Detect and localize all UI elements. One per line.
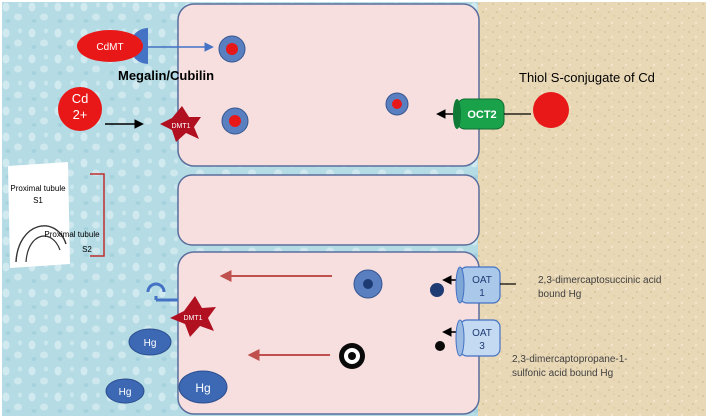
cell-top bbox=[177, 3, 480, 167]
oat3-transporter-end bbox=[455, 319, 465, 357]
cd2-label-line1: Cd bbox=[72, 91, 89, 106]
dmt1-top-label: DMT1 bbox=[171, 123, 190, 130]
dmsa-label-line1: 2,3-dimercaptosuccinic acid bbox=[538, 275, 661, 286]
proximal-s2-line1: Proximal tubule bbox=[44, 230, 100, 239]
cd2-label-line2: 2+ bbox=[73, 107, 88, 122]
dmsa-label-line2: bound Hg bbox=[538, 289, 581, 300]
oat3-label-line1: OAT bbox=[472, 328, 492, 339]
megalin-cubilin-label: Megalin/Cubilin bbox=[118, 68, 214, 83]
tubule-inner-curve bbox=[25, 235, 61, 263]
dmt1-transporter-bottom bbox=[170, 296, 216, 337]
cdmt-endosome-core bbox=[226, 43, 238, 55]
dmt1-bottom-label: DMT1 bbox=[183, 315, 202, 322]
tubule-outer-curve bbox=[15, 225, 67, 263]
segment-bracket bbox=[90, 173, 105, 257]
oat1-transporter-end bbox=[455, 266, 465, 304]
cell-middle bbox=[177, 174, 480, 246]
cdmt-oval bbox=[77, 30, 143, 62]
thiol-conjugate-label: Thiol S-conjugate of Cd bbox=[519, 70, 655, 85]
hg-ion-2 bbox=[105, 378, 145, 404]
dmps-hg-vesicle-core bbox=[348, 352, 356, 360]
dmsa-hg-vesicle-core bbox=[363, 279, 373, 289]
oat3-label-line2: 3 bbox=[479, 341, 485, 352]
hg-ion-large-label: Hg bbox=[195, 381, 210, 395]
oct2-transporter-end bbox=[453, 99, 461, 129]
cdmt-label: CdMT bbox=[96, 42, 123, 53]
proximal-s2-line2: S2 bbox=[82, 245, 92, 254]
hg-ion-large bbox=[178, 370, 228, 404]
interstitium bbox=[478, 2, 706, 416]
hg-ion-1 bbox=[128, 328, 172, 356]
proximal-s1-line1: Proximal tubule bbox=[10, 184, 66, 193]
oat1-label-line2: 1 bbox=[479, 288, 485, 299]
hg-ion-1-label: Hg bbox=[144, 338, 157, 349]
dmsa-hg-molecule-inside bbox=[430, 283, 444, 297]
cd2-vesicle-core bbox=[229, 115, 241, 127]
dmps-hg-molecule-inside bbox=[435, 341, 445, 351]
oat1-label-line1: OAT bbox=[472, 275, 492, 286]
dmt1-transporter-top bbox=[160, 106, 201, 142]
cd2-ion bbox=[58, 87, 102, 131]
proximal-s1-line2: S1 bbox=[33, 196, 43, 205]
apical-receptor-bottom bbox=[146, 282, 178, 302]
proximal-tubule-inset: Proximal tubule S1 Proximal tubule S2 bbox=[8, 162, 105, 268]
thiol-conjugate-cd bbox=[533, 92, 569, 128]
hg-ion-2-label: Hg bbox=[119, 387, 132, 398]
dmps-label-line2: sulfonic acid bound Hg bbox=[512, 368, 613, 379]
dmps-label-line1: 2,3-dimercaptopropane-1- bbox=[512, 354, 628, 365]
oct2-vesicle-core bbox=[392, 99, 402, 109]
oct2-label: OCT2 bbox=[467, 109, 496, 121]
